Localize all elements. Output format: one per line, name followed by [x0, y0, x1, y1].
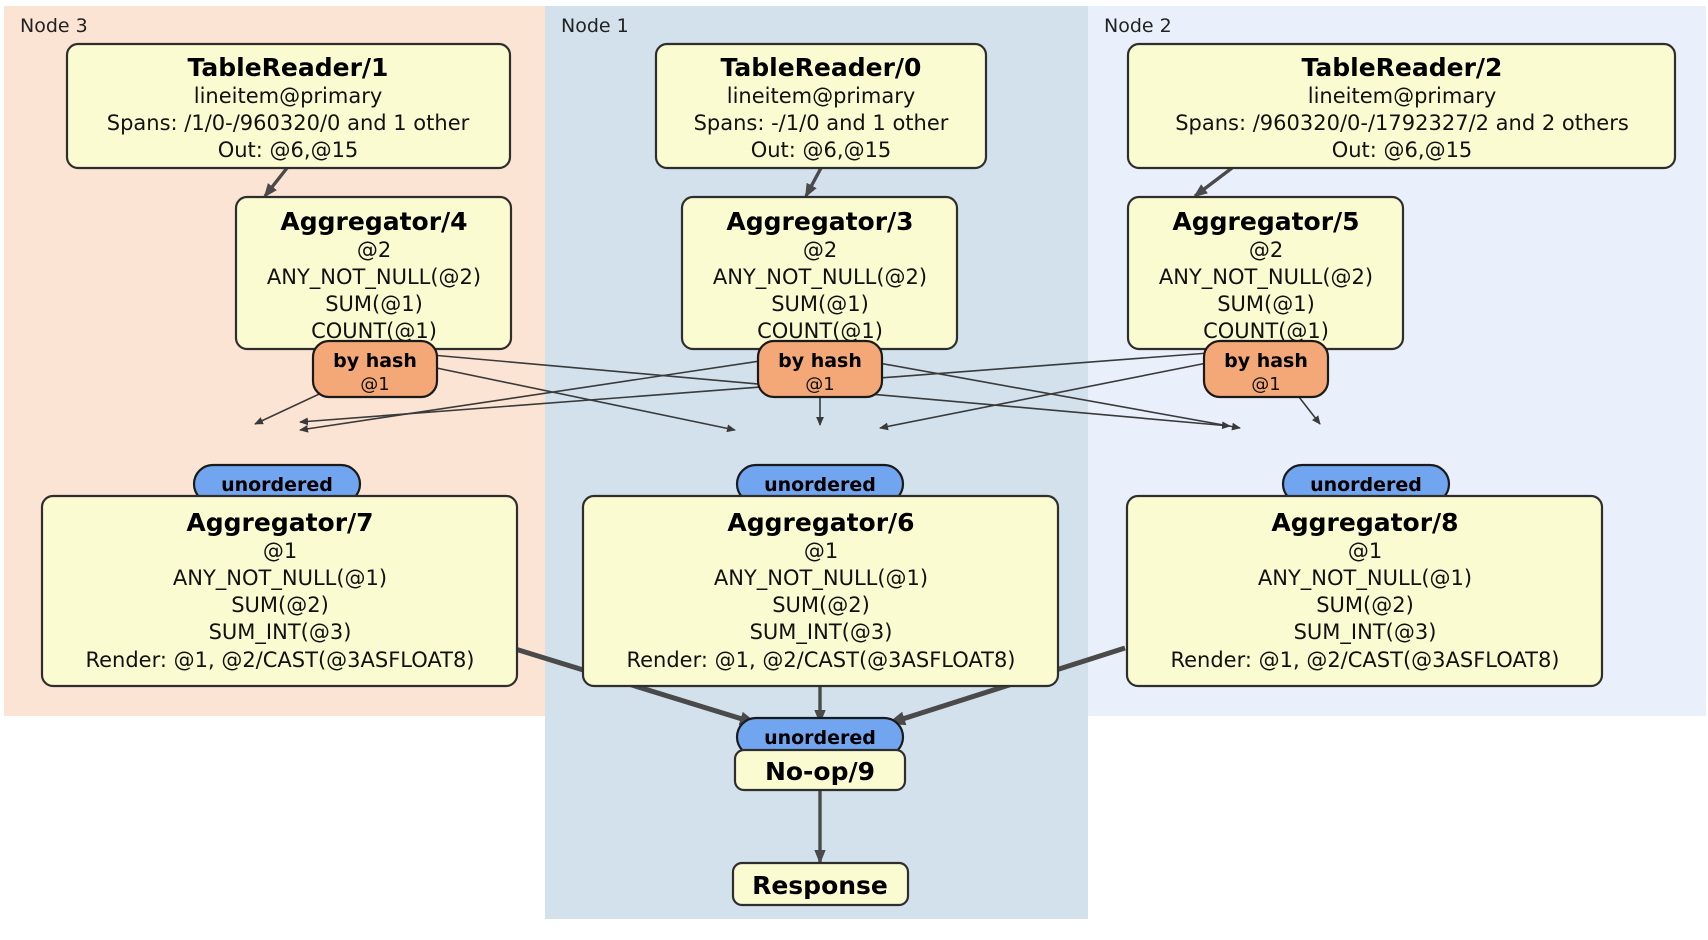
processor-aggregator5-line-0: @2	[1249, 238, 1283, 262]
processor-aggregator7-line-4: Render: @1, @2/CAST(@3ASFLOAT8)	[85, 648, 474, 672]
processor-tablereader0-box[interactable]	[654, 42, 988, 170]
router-unordered-mid[interactable]: unordered	[735, 463, 905, 505]
edge-tablereader0-to-aggregator3	[804, 167, 823, 198]
router-hash-mid-sub: @1	[805, 374, 834, 395]
processor-aggregator5-line-3: COUNT(@1)	[1203, 319, 1329, 343]
router-hash-left-pill[interactable]	[311, 339, 439, 399]
processor-tablereader0-line-0: lineitem@primary	[727, 84, 916, 108]
router-hash-mid-title: by hash	[778, 350, 862, 372]
processor-response-box[interactable]	[731, 861, 910, 907]
processor-tablereader0[interactable]: TableReader/0 lineitem@primary Spans: -/…	[654, 42, 988, 170]
processor-aggregator4-line-3: COUNT(@1)	[311, 319, 437, 343]
router-hash-left-title: by hash	[333, 350, 417, 372]
processor-aggregator7-line-3: SUM_INT(@3)	[209, 620, 352, 645]
processor-aggregator6-title: Aggregator/6	[727, 508, 914, 537]
router-hash-right-pill[interactable]	[1202, 339, 1330, 399]
router-unordered-left-title: unordered	[221, 474, 333, 496]
router-hash-right-sub: @1	[1251, 374, 1280, 395]
processor-aggregator7[interactable]: Aggregator/7 @1 ANY_NOT_NULL(@1) SUM(@2)…	[40, 494, 519, 688]
processor-aggregator8-line-0: @1	[1348, 539, 1382, 563]
router-unordered-right-title: unordered	[1310, 474, 1422, 496]
processor-aggregator7-line-1: ANY_NOT_NULL(@1)	[173, 566, 387, 591]
processor-tablereader0-line-1: Spans: -/1/0 and 1 other	[694, 111, 949, 135]
processor-aggregator6[interactable]: Aggregator/6 @1 ANY_NOT_NULL(@1) SUM(@2)…	[581, 494, 1060, 688]
processor-tablereader0-title: TableReader/0	[721, 53, 922, 82]
processor-aggregator4-title: Aggregator/4	[280, 207, 467, 236]
processor-aggregator8-box[interactable]	[1125, 494, 1604, 688]
processor-aggregator7-box[interactable]	[40, 494, 519, 688]
processor-noop9-box[interactable]	[733, 748, 907, 792]
node-panel-node2-label: Node 2	[1104, 15, 1172, 37]
processor-aggregator4[interactable]: Aggregator/4 @2 ANY_NOT_NULL(@2) SUM(@1)…	[234, 195, 513, 351]
processor-aggregator3-line-3: COUNT(@1)	[757, 319, 883, 343]
edge-hashmid-to-unorderedleft	[299, 357, 781, 433]
processor-tablereader1-line-2: Out: @6,@15	[218, 138, 359, 162]
processor-aggregator3-line-0: @2	[803, 238, 837, 262]
processor-aggregator6-box[interactable]	[581, 494, 1060, 688]
processor-aggregator6-line-0: @1	[804, 539, 838, 563]
processor-aggregator3-line-1: ANY_NOT_NULL(@2)	[713, 265, 927, 290]
processor-aggregator8[interactable]: Aggregator/8 @1 ANY_NOT_NULL(@1) SUM(@2)…	[1125, 494, 1604, 688]
processor-aggregator5-line-1: ANY_NOT_NULL(@2)	[1159, 265, 1373, 290]
processor-aggregator5-line-2: SUM(@1)	[1217, 292, 1315, 316]
processor-noop9-title: No-op/9	[765, 757, 875, 786]
processor-aggregator3-line-2: SUM(@1)	[771, 292, 869, 316]
processor-aggregator8-line-3: SUM_INT(@3)	[1294, 620, 1437, 645]
processor-aggregator8-line-2: SUM(@2)	[1316, 593, 1414, 617]
processor-aggregator7-line-2: SUM(@2)	[231, 593, 329, 617]
processor-noop9[interactable]: No-op/9	[733, 748, 907, 792]
processor-aggregator6-line-2: SUM(@2)	[772, 593, 870, 617]
processor-aggregator8-line-4: Render: @1, @2/CAST(@3ASFLOAT8)	[1170, 648, 1559, 672]
processor-aggregator3-title: Aggregator/3	[726, 207, 913, 236]
processor-aggregator6-line-3: SUM_INT(@3)	[750, 620, 893, 645]
processor-tablereader1-line-0: lineitem@primary	[194, 84, 383, 108]
processor-tablereader2-title: TableReader/2	[1302, 53, 1503, 82]
router-unordered-right[interactable]: unordered	[1281, 463, 1451, 505]
router-hash-left-sub: @1	[360, 374, 389, 395]
processor-tablereader0-line-2: Out: @6,@15	[751, 138, 892, 162]
processor-tablereader1-title: TableReader/1	[188, 53, 389, 82]
processor-tablereader1[interactable]: TableReader/1 lineitem@primary Spans: /1…	[65, 42, 512, 170]
router-unordered-final[interactable]: unordered	[735, 716, 905, 758]
processor-aggregator8-line-1: ANY_NOT_NULL(@1)	[1258, 566, 1472, 591]
node-panel-node1-label: Node 1	[561, 15, 629, 37]
processor-response-title: Response	[752, 871, 888, 900]
router-hash-left[interactable]: by hash @1	[311, 339, 439, 399]
node-panel-node3-label: Node 3	[20, 15, 88, 37]
processor-aggregator5-title: Aggregator/5	[1172, 207, 1359, 236]
processor-aggregator7-title: Aggregator/7	[186, 508, 373, 537]
processor-tablereader1-box[interactable]	[65, 42, 512, 170]
processor-aggregator4-line-2: SUM(@1)	[325, 292, 423, 316]
router-unordered-mid-title: unordered	[764, 474, 876, 496]
processor-tablereader2-line-2: Out: @6,@15	[1332, 138, 1473, 162]
processor-response[interactable]: Response	[731, 861, 910, 907]
router-hash-mid-pill[interactable]	[756, 339, 884, 399]
processor-aggregator7-line-0: @1	[263, 539, 297, 563]
router-hash-right[interactable]: by hash @1	[1202, 339, 1330, 399]
processor-aggregator8-title: Aggregator/8	[1271, 508, 1458, 537]
router-unordered-final-title: unordered	[764, 727, 876, 749]
processor-tablereader2-line-1: Spans: /960320/0-/1792327/2 and 2 others	[1175, 111, 1629, 135]
edge-hashright-to-unorderedmid	[879, 359, 1223, 431]
processor-tablereader2-box[interactable]	[1126, 42, 1677, 170]
edge-tablereader1-to-aggregator4	[263, 166, 289, 198]
router-hash-right-title: by hash	[1224, 350, 1308, 372]
edge-tablereader2-to-aggregator5	[1193, 166, 1234, 198]
processor-aggregator6-line-4: Render: @1, @2/CAST(@3ASFLOAT8)	[626, 648, 1015, 672]
processor-aggregator6-line-1: ANY_NOT_NULL(@1)	[714, 566, 928, 591]
processor-aggregator3[interactable]: Aggregator/3 @2 ANY_NOT_NULL(@2) SUM(@1)…	[680, 195, 959, 351]
edge-hashleft-to-unorderedmid	[397, 359, 736, 433]
processor-aggregator4-line-1: ANY_NOT_NULL(@2)	[267, 265, 481, 290]
processor-aggregator5[interactable]: Aggregator/5 @2 ANY_NOT_NULL(@2) SUM(@1)…	[1126, 195, 1405, 351]
router-hash-mid[interactable]: by hash @1	[756, 339, 884, 399]
processor-aggregator4-line-0: @2	[357, 238, 391, 262]
processor-tablereader1-line-1: Spans: /1/0-/960320/0 and 1 other	[107, 111, 470, 135]
processor-tablereader2-line-0: lineitem@primary	[1308, 84, 1497, 108]
processor-tablereader2[interactable]: TableReader/2 lineitem@primary Spans: /9…	[1126, 42, 1677, 170]
